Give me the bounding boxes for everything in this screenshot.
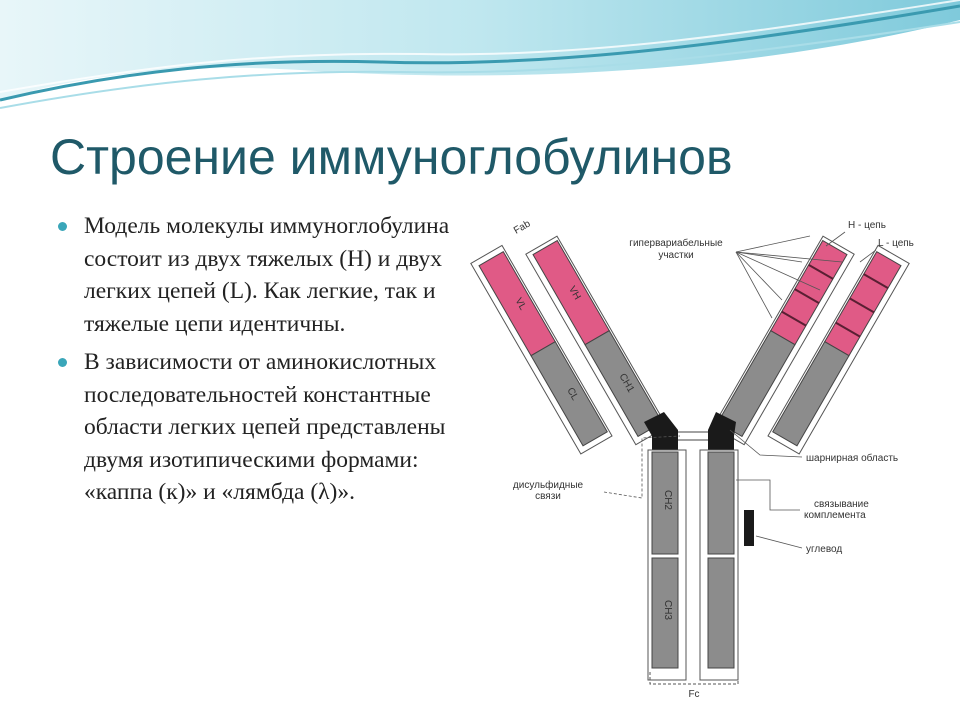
hypervariable-band bbox=[794, 288, 820, 304]
complement-leader bbox=[736, 479, 800, 511]
bullet-list: Модель молекулы иммуноглобулина состоит … bbox=[58, 210, 468, 515]
right-ch2-domain bbox=[707, 451, 735, 555]
bullet-dot-icon bbox=[58, 358, 67, 367]
hypervariable-band bbox=[863, 273, 889, 290]
right-light-chain-outline bbox=[767, 244, 910, 455]
fc-bracket bbox=[649, 672, 739, 685]
fc-right-outline bbox=[699, 449, 739, 681]
ch3-domain bbox=[651, 557, 679, 669]
right-cl-domain bbox=[772, 341, 850, 447]
fab-label: Fab bbox=[512, 218, 533, 236]
leader-line bbox=[735, 251, 773, 319]
complement-label: связывание bbox=[814, 499, 869, 510]
hypervariable-label: гипервариабельные bbox=[629, 237, 723, 249]
complement-label: комплемента bbox=[804, 510, 866, 521]
wave-fill bbox=[0, 0, 960, 100]
fc-label: Fc bbox=[688, 689, 699, 700]
l-chain-label: L - цепь bbox=[878, 238, 914, 249]
vl-label: VL bbox=[512, 296, 528, 312]
hypervariable-band bbox=[781, 310, 807, 327]
bullet-text: Модель молекулы иммуноглобулина состоит … bbox=[84, 213, 450, 337]
hypervariable-band bbox=[835, 321, 861, 338]
hinge-left bbox=[644, 412, 678, 450]
leader-line bbox=[735, 235, 811, 253]
wave-line-white bbox=[0, 0, 960, 93]
leader-line bbox=[735, 251, 803, 263]
left-heavy-chain-outline bbox=[525, 235, 668, 446]
ch3-label: CH3 bbox=[662, 600, 673, 620]
ch2-domain bbox=[651, 451, 679, 555]
hypervariable-band bbox=[849, 297, 875, 314]
disulfide-label: дисульфидные bbox=[513, 479, 584, 491]
hypervariable-band bbox=[808, 263, 834, 280]
fc-left-outline bbox=[647, 449, 687, 681]
wave-line-light bbox=[0, 21, 960, 109]
left-heavy-chain-arm: VH CH1 bbox=[525, 235, 668, 446]
h-chain-label: H - цепь bbox=[848, 220, 886, 231]
immunoglobulin-diagram: VL CL VH CH1 Fab CH2 CH3 bbox=[470, 218, 914, 700]
hinge-label: шарнирная область bbox=[806, 452, 898, 464]
bullet-text: В зависимости от аминокислотных последов… bbox=[84, 349, 446, 505]
slide-title: Строение иммуноглобулинов bbox=[50, 129, 733, 185]
header-wave bbox=[0, 0, 960, 109]
ch2-label: CH2 bbox=[662, 490, 673, 510]
carbohydrate-label: углевод bbox=[806, 544, 842, 555]
h-chain-leader bbox=[825, 231, 846, 247]
left-light-chain-outline bbox=[470, 244, 613, 455]
bullet-item: В зависимости от аминокислотных последов… bbox=[58, 346, 468, 509]
hypervariable-leaders bbox=[735, 235, 843, 319]
disulfide-label: связи bbox=[535, 491, 561, 502]
hinge-right bbox=[708, 412, 736, 450]
leader-line bbox=[735, 251, 821, 291]
wave-line-dark bbox=[0, 4, 960, 102]
bullet-dot-icon bbox=[58, 222, 67, 231]
carbohydrate-leader bbox=[755, 535, 803, 549]
hinge-leader bbox=[729, 429, 803, 458]
carbohydrate-mark bbox=[744, 510, 754, 546]
leader-line bbox=[735, 251, 783, 301]
left-light-chain: VL CL bbox=[470, 244, 613, 455]
cl-domain bbox=[530, 341, 608, 447]
right-light-chain bbox=[767, 244, 910, 455]
right-heavy-chain-arm bbox=[712, 235, 855, 446]
right-ch3-domain bbox=[707, 557, 735, 669]
l-chain-leader bbox=[859, 249, 877, 263]
leader-line bbox=[735, 251, 843, 263]
hypervariable-label: участки bbox=[658, 250, 693, 261]
disulfide-leader bbox=[603, 435, 681, 499]
bullet-item: Модель молекулы иммуноглобулина состоит … bbox=[58, 210, 468, 340]
